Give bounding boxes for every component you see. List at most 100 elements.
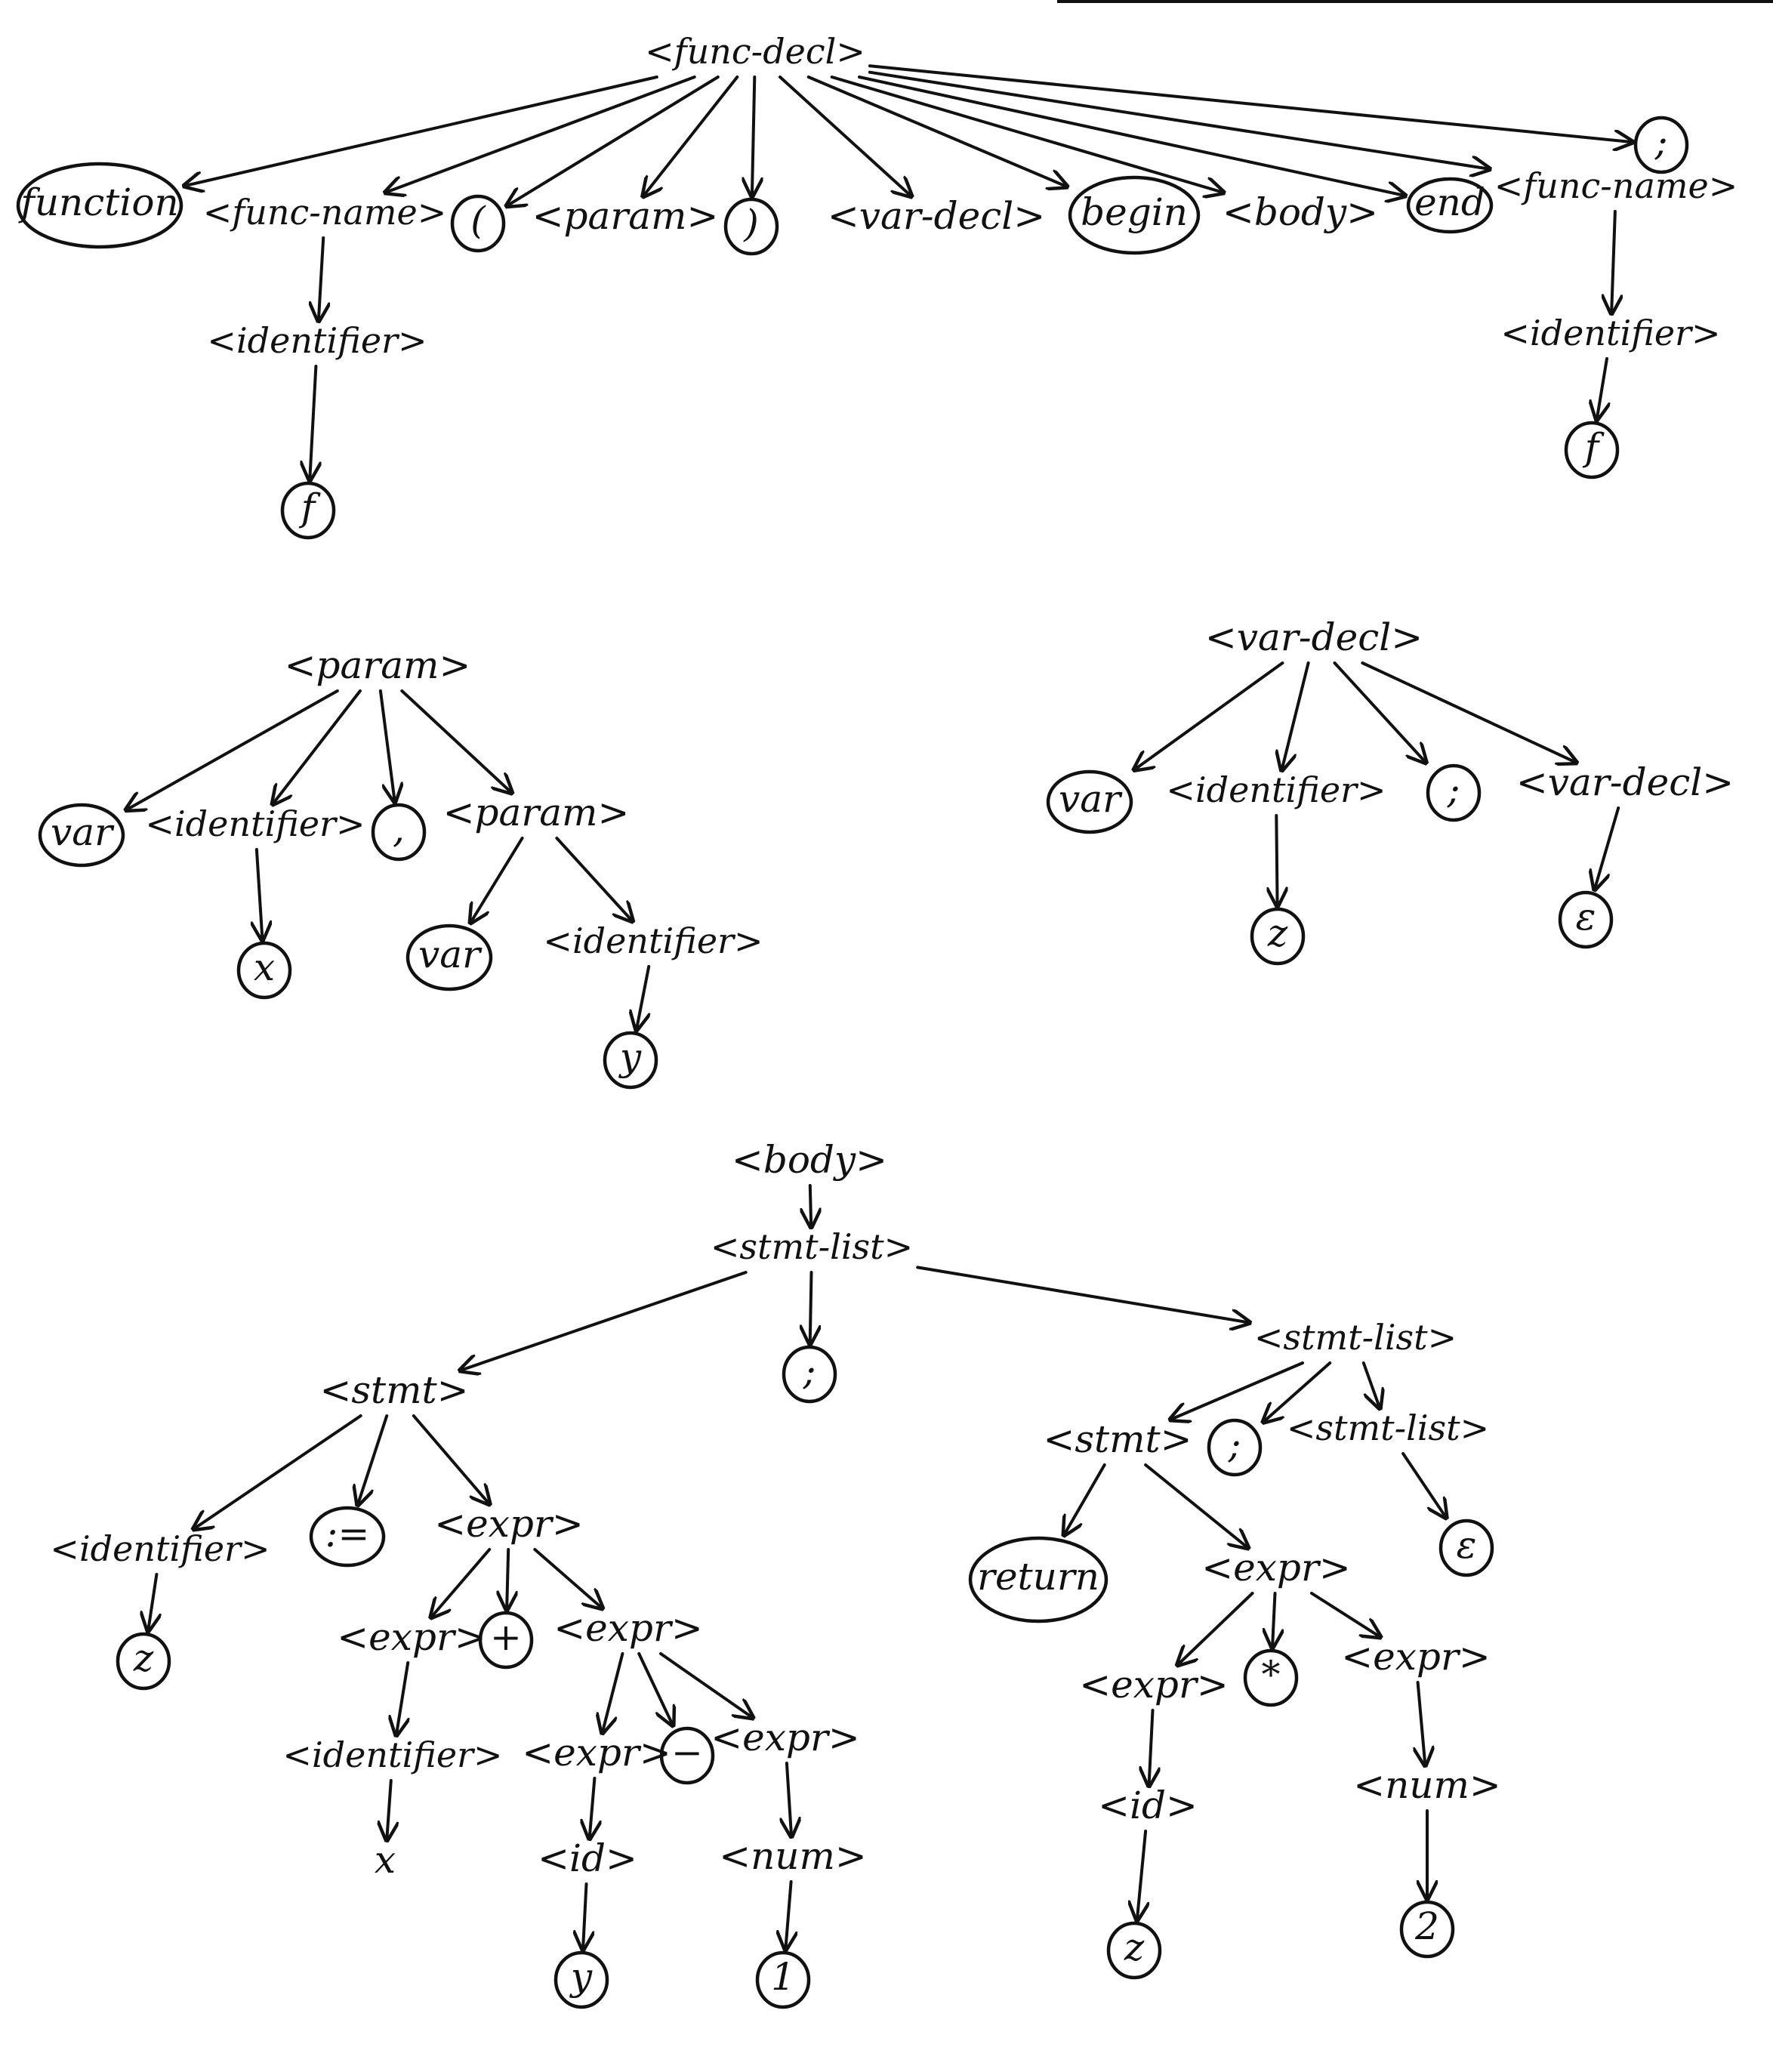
edge-bd-stmt1-to-bd-assign: [358, 1414, 389, 1505]
node-bd-z-a: z: [116, 1632, 171, 1691]
node-label-fd-lparen: (: [470, 199, 486, 242]
node-label-bd-id-b: <identifier>: [282, 1734, 502, 1775]
terminal-ring-bd-semi1: [782, 1345, 837, 1404]
node-bd-num-r: <num>: [1353, 1763, 1501, 1807]
edge-pm-param2-to-pm-id2: [555, 837, 632, 921]
edge-bd-expr-c-to-bd-minus: [637, 1652, 673, 1725]
node-label-fd-f2: f: [1582, 425, 1605, 469]
node-label-bd-num-r: <num>: [1353, 1763, 1501, 1807]
node-fd-f1: f: [280, 481, 336, 540]
edge-pm-root-to-pm-param2: [400, 689, 511, 793]
node-label-fd-id2: <identifier>: [1500, 313, 1720, 353]
node-fd-f2: f: [1564, 421, 1620, 479]
edge-pm-id2-to-pm-y: [637, 965, 649, 1030]
node-label-bd-z-a: z: [133, 1636, 154, 1680]
node-bd-id-d: <id>: [538, 1836, 637, 1880]
node-fd-fname2: <func-name>: [1494, 165, 1738, 206]
node-bd-expr-c: <expr>: [553, 1606, 703, 1650]
terminal-ring-bd-one: [755, 1950, 811, 2009]
edge-pm-param2-to-pm-var2: [470, 837, 524, 923]
node-bd-expr-d: <expr>: [522, 1731, 671, 1774]
edge-vd-id-to-vd-z: [1276, 814, 1277, 906]
node-label-fd-fname1: <func-name>: [203, 192, 447, 233]
node-label-pm-id2: <identifier>: [543, 920, 763, 961]
edge-pm-root-to-pm-id1: [273, 689, 362, 804]
edge-bd-stmt1-to-bd-expr-a: [412, 1414, 489, 1504]
edge-bd-expr-a-to-bd-plus: [507, 1548, 508, 1610]
node-bd-sl2: <stmt-list>: [1254, 1317, 1457, 1358]
node-label-fd-vardecl: <var-decl>: [828, 194, 1045, 238]
node-fd-rparen: ): [723, 197, 779, 256]
node-fd-fname1: <func-name>: [203, 192, 447, 233]
edge-bd-sl1-to-bd-sl2: [916, 1266, 1250, 1322]
edge-bd-sl1-to-bd-stmt1: [460, 1271, 748, 1371]
node-label-bd-sl3: <stmt-list>: [1287, 1408, 1489, 1448]
edge-bd-expr-a-to-bd-expr-b: [431, 1548, 492, 1617]
edge-bd-stmt1-to-bd-id-a: [193, 1414, 362, 1529]
terminal-ring-pm-var1: [38, 803, 125, 868]
node-bd-id-b: <identifier>: [282, 1734, 502, 1775]
node-bd-two: 2: [1399, 1900, 1455, 1959]
node-vd-vardecl: <var-decl>: [1516, 760, 1734, 804]
node-fd-vardecl: <var-decl>: [828, 194, 1045, 238]
node-fd-lparen: (: [450, 194, 506, 253]
node-bd-plus: +: [478, 1611, 534, 1670]
edge-vd-root-to-vd-vardecl: [1361, 661, 1576, 763]
node-vd-eps: ε: [1558, 890, 1614, 949]
top-edge-line: [1057, 0, 1773, 3]
terminal-ring-bd-two: [1399, 1900, 1455, 1959]
terminal-ring-vd-var: [1046, 769, 1133, 834]
node-label-bd-sl2: <stmt-list>: [1254, 1317, 1457, 1358]
edge-bd-stmt2-to-bd-return: [1064, 1463, 1106, 1535]
node-label-bd-root: <body>: [732, 1138, 887, 1182]
edge-bd-sl3-to-bd-eps: [1401, 1452, 1446, 1518]
edge-bd-expr-b-to-bd-id-b: [396, 1661, 408, 1735]
terminal-ring-pm-y: [603, 1031, 658, 1090]
node-label-vd-z: z: [1267, 911, 1288, 955]
edge-fd-root-to-fd-body: [830, 76, 1224, 193]
node-pm-x: x: [236, 941, 292, 1000]
node-fd-id1: <identifier>: [207, 320, 427, 361]
terminal-ring-bd-semi2: [1207, 1418, 1263, 1477]
node-label-bd-expr-e: <expr>: [711, 1716, 860, 1759]
terminal-ring-fd-semi: [1633, 116, 1689, 174]
terminal-ring-fd-lparen: [450, 194, 506, 253]
edge-fd-root-to-fd-fname2: [868, 70, 1490, 169]
node-bd-expr-r2: <expr>: [1341, 1635, 1491, 1679]
edge-pm-root-to-pm-var1: [126, 689, 339, 810]
edge-vd-root-to-vd-var: [1134, 661, 1284, 770]
node-label-bd-expr-r1: <expr>: [1079, 1663, 1229, 1707]
node-bd-root: <body>: [732, 1138, 887, 1182]
node-bd-expr-a: <expr>: [434, 1502, 584, 1546]
edge-fd-root-to-fd-function: [184, 76, 658, 186]
node-pm-id2: <identifier>: [543, 920, 763, 961]
node-label-bd-return: return: [977, 1555, 1099, 1599]
node-label-fd-root: <func-decl>: [645, 31, 865, 72]
node-label-bd-minus: −: [671, 1731, 703, 1774]
edge-bd-expr-e-to-bd-num-e: [787, 1762, 791, 1836]
edge-fd-root-to-fd-semi: [868, 64, 1633, 142]
node-pm-var2: var: [405, 923, 493, 991]
node-label-bd-id-d: <id>: [538, 1836, 637, 1880]
nodes-layer: <func-decl>function<func-name>(<param>)<…: [16, 31, 1738, 2009]
terminal-ring-bd-times: [1243, 1648, 1299, 1707]
terminal-ring-fd-begin: [1068, 175, 1201, 255]
node-label-vd-root: <var-decl>: [1205, 615, 1423, 659]
node-label-pm-comma: ,: [393, 807, 405, 851]
node-label-fd-end: end: [1414, 180, 1485, 224]
node-label-bd-eps: ε: [1457, 1523, 1477, 1567]
node-bd-id-r: <id>: [1098, 1784, 1198, 1827]
node-label-bd-expr-d: <expr>: [522, 1731, 671, 1774]
node-label-bd-two: 2: [1414, 1904, 1439, 1948]
terminal-ring-vd-z: [1250, 907, 1306, 966]
terminal-ring-fd-function: [16, 162, 183, 249]
node-bd-x-b: x: [375, 1838, 396, 1882]
edge-vd-vardecl-to-vd-eps: [1595, 806, 1620, 890]
edge-fd-root-to-fd-begin: [806, 76, 1067, 187]
edge-vd-root-to-vd-semi: [1333, 661, 1426, 763]
node-vd-semi: ;: [1426, 763, 1482, 822]
node-bd-expr-b: <expr>: [337, 1615, 486, 1659]
edge-bd-num-e-to-bd-one: [785, 1880, 791, 1950]
node-label-bd-one: 1: [771, 1955, 795, 1999]
